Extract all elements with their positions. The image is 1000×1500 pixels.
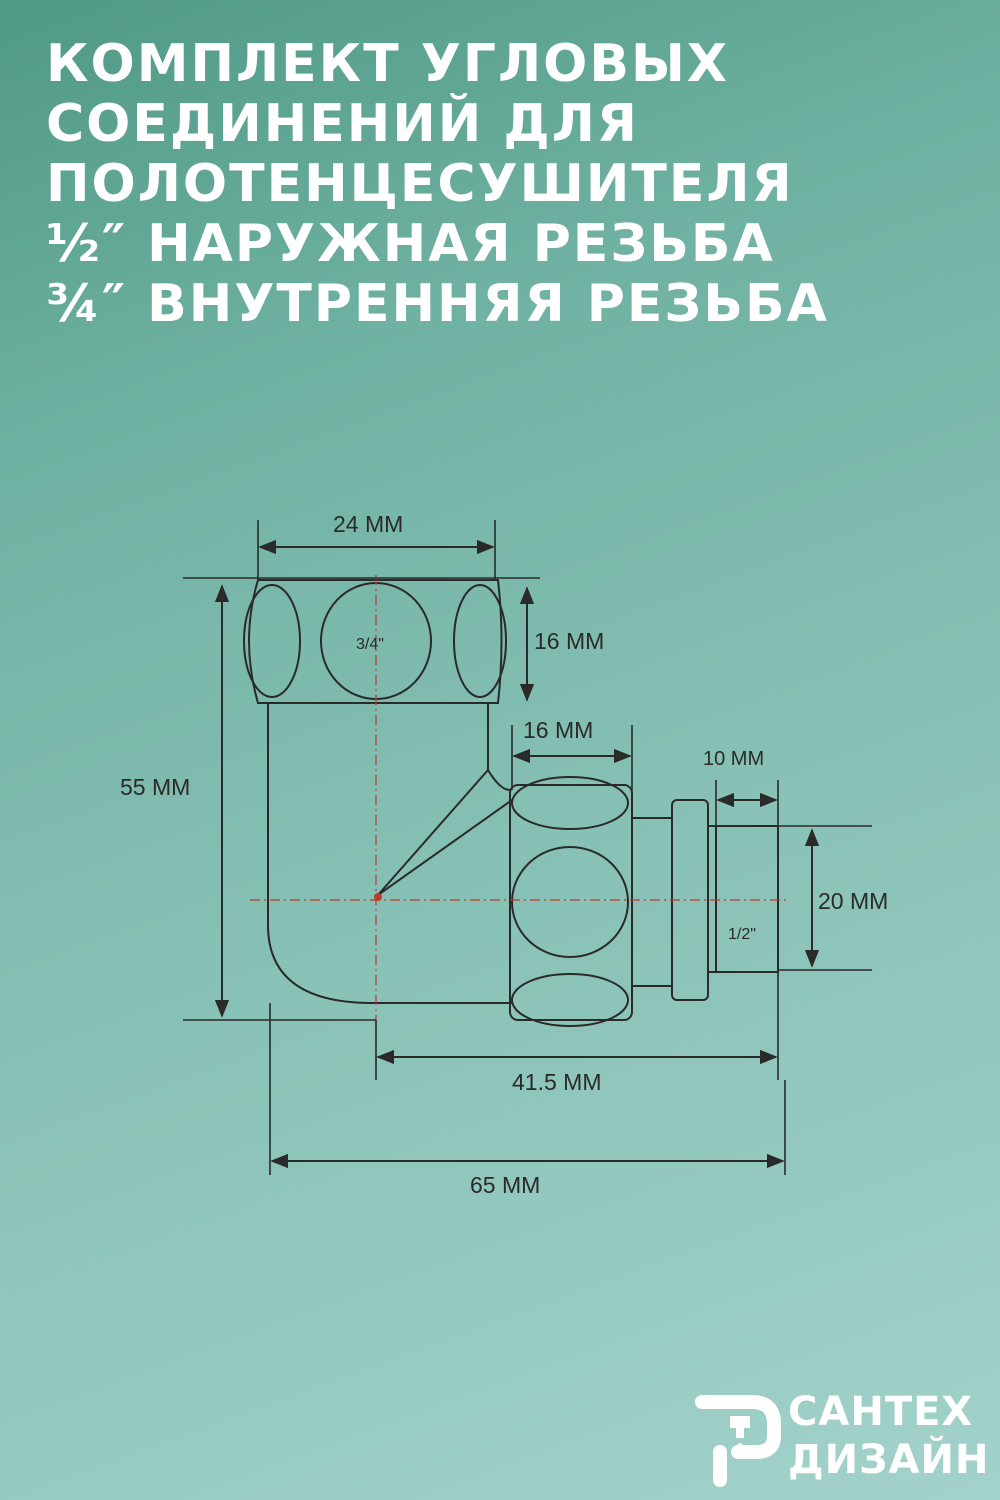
- brand-name: САНТЕХ ДИЗАЙН: [788, 1388, 989, 1484]
- label-overall-height: 55 MM: [120, 774, 190, 800]
- side-nut-facet-bottom: [511, 973, 629, 1027]
- label-side-nut: 16 MM: [523, 717, 593, 743]
- label-overall-length: 65 MM: [470, 1172, 540, 1198]
- label-thread-inner: 3/4": [356, 636, 384, 653]
- brand-line-2: ДИЗАЙН: [788, 1437, 990, 1483]
- title-line-3: ПОЛОТЕНЦЕСУШИТЕЛЯ: [46, 154, 794, 214]
- label-top-width: 24 MM: [333, 511, 403, 537]
- dimension-lines: [214, 539, 820, 1169]
- label-thread-length: 10 MM: [703, 748, 764, 770]
- title-line-1: КОМПЛЕКТ УГЛОВЫХ: [46, 34, 729, 94]
- fitting-outline: [243, 579, 779, 1027]
- neck: [631, 817, 673, 987]
- top-nut-facet-right: [453, 584, 507, 698]
- title-line-2: СОЕДИНЕНИЙ ДЛЯ: [46, 94, 639, 154]
- elbow-inner-curve: [487, 703, 511, 791]
- faucet-pipe-icon: [695, 1395, 781, 1487]
- side-nut-facet-top: [511, 776, 629, 830]
- side-nut-facet-middle: [511, 846, 629, 958]
- label-top-height: 16 MM: [534, 628, 604, 654]
- extension-lines: [183, 520, 872, 1175]
- threaded-end: [707, 825, 779, 973]
- brand-logo: САНТЕХ ДИЗАЙН: [690, 1388, 990, 1488]
- branch-web: [377, 769, 513, 896]
- axis-origin: [374, 893, 382, 901]
- page-title: КОМПЛЕКТ УГЛОВЫХ СОЕДИНЕНИЙ ДЛЯ ПОЛОТЕНЦ…: [46, 34, 976, 334]
- title-line-4: ½″ НАРУЖНАЯ РЕЗЬБА: [46, 214, 775, 274]
- brand-line-1: САНТЕХ: [788, 1389, 974, 1435]
- label-axis-to-end: 41.5 MM: [512, 1069, 601, 1095]
- elbow-body: [267, 703, 512, 1004]
- title-line-5: ¾″ ВНУТРЕННЯЯ РЕЗЬБА: [46, 274, 829, 334]
- top-nut-facet-left: [243, 584, 301, 698]
- label-thread-diameter: 20 MM: [818, 888, 888, 914]
- label-thread-outer: 1/2": [728, 926, 756, 943]
- top-nut: [248, 579, 503, 704]
- center-axes: [250, 575, 790, 1080]
